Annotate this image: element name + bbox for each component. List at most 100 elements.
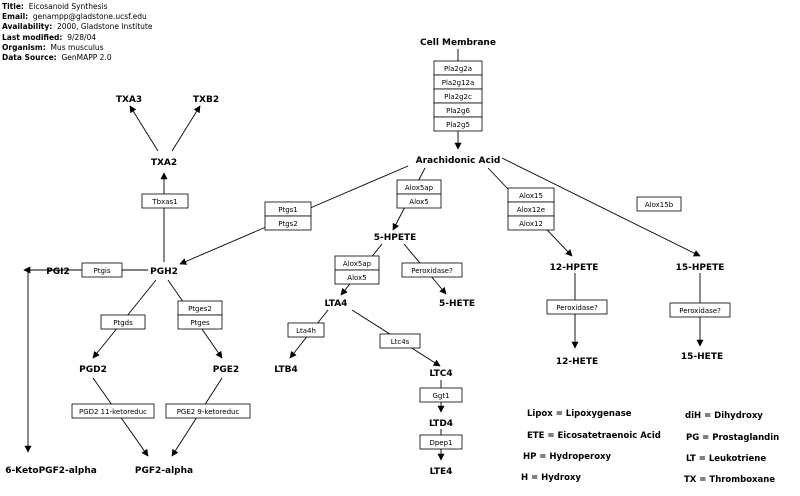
svg-text:Ptgds: Ptgds: [113, 319, 133, 327]
legend-tx: TX = Thromboxane: [684, 475, 775, 485]
svg-text:Ptgis: Ptgis: [93, 267, 110, 275]
gene-alox5ap-a[interactable]: Alox5ap: [396, 179, 442, 195]
gene-alox15b[interactable]: Alox15b: [636, 196, 682, 212]
gene-alox5-b[interactable]: Alox5: [334, 269, 380, 285]
label-pge2: PGE2: [213, 365, 239, 375]
gene-ltc4s[interactable]: Ltc4s: [379, 333, 421, 349]
abbreviation-legend: Lipox = Lipoxygenase ETE = Eicosatetraen…: [521, 409, 779, 485]
gene-ggt1[interactable]: Ggt1: [419, 387, 463, 403]
info-source: Data Source: GenMAPP 2.0: [2, 53, 112, 63]
gene-ptges[interactable]: Ptges: [177, 314, 223, 330]
gene-peroxidase-15[interactable]: Peroxidase?: [669, 302, 731, 318]
svg-text:Alox5: Alox5: [409, 198, 428, 206]
label-pgh2: PGH2: [150, 267, 178, 277]
label-12-hete: 12-HETE: [556, 357, 598, 367]
label-ltb4: LTB4: [274, 365, 298, 375]
label-ltd4: LTD4: [429, 419, 453, 429]
svg-text:Alox15: Alox15: [519, 192, 543, 200]
label-txb2: TXB2: [193, 95, 219, 105]
svg-text:Ptgs2: Ptgs2: [278, 220, 298, 228]
label-lta4: LTA4: [325, 299, 348, 309]
legend-lt: LT = Leukotriene: [686, 454, 766, 464]
label-5-hpete: 5-HPETE: [374, 233, 417, 243]
label-15-hpete: 15-HPETE: [676, 263, 725, 273]
gene-ptges2[interactable]: Ptges2: [177, 300, 223, 316]
edge-txa2-txa3: [129, 105, 159, 152]
svg-text:Peroxidase?: Peroxidase?: [411, 267, 453, 275]
label-pgd2: PGD2: [79, 365, 107, 375]
metabolites: Cell Membrane Arachidonic Acid TXA3 TXB2…: [5, 38, 724, 477]
gene-pge2-ketoreduc[interactable]: PGE2 9-ketoreduc: [165, 403, 251, 419]
gene-ptgds[interactable]: Ptgds: [100, 314, 146, 330]
gene-ptgs2[interactable]: Ptgs2: [264, 215, 312, 231]
svg-text:Alox5: Alox5: [347, 274, 366, 282]
svg-text:Pla2g5: Pla2g5: [446, 121, 470, 129]
info-email: Email: genampp@gladstone.ucsf.edu: [2, 12, 147, 22]
label-ltc4: LTC4: [429, 369, 452, 379]
svg-text:Ltc4s: Ltc4s: [391, 338, 410, 346]
gene-alox15[interactable]: Alox15: [507, 187, 555, 203]
gene-tbxas1[interactable]: Tbxas1: [141, 193, 189, 209]
gene-ptgs1[interactable]: Ptgs1: [264, 201, 312, 217]
legend-pg: PG = Prostaglandin: [686, 433, 779, 443]
svg-text:Ggt1: Ggt1: [432, 392, 449, 400]
gene-pla2g6[interactable]: Pla2g6: [433, 102, 483, 118]
svg-text:Peroxidase?: Peroxidase?: [556, 304, 598, 312]
label-15-hete: 15-HETE: [681, 352, 723, 362]
legend-h: H = Hydroxy: [521, 473, 581, 483]
gene-peroxidase-12[interactable]: Peroxidase?: [546, 299, 608, 315]
label-pgf2-alpha: PGF2-alpha: [135, 466, 193, 476]
label-6-keto-pgf2-alpha: 6-KetoPGF2-alpha: [5, 466, 97, 476]
gene-peroxidase-5[interactable]: Peroxidase?: [401, 262, 463, 278]
gene-alox12e[interactable]: Alox12e: [507, 201, 555, 217]
svg-text:Alox12: Alox12: [519, 220, 543, 228]
info-organism: Organism: Mus musculus: [2, 42, 104, 52]
svg-text:PGD2 11-ketoreduc: PGD2 11-ketoreduc: [79, 408, 147, 416]
svg-text:Peroxidase?: Peroxidase?: [679, 307, 721, 315]
gene-pla2g5[interactable]: Pla2g5: [433, 116, 483, 132]
gene-pla2g2a[interactable]: Pla2g2a: [433, 60, 483, 76]
svg-text:Alox5ap: Alox5ap: [343, 260, 372, 268]
legend-ete: ETE = Eicosatetraenoic Acid: [527, 431, 661, 441]
svg-text:Alox12e: Alox12e: [517, 206, 545, 214]
gene-ptgis[interactable]: Ptgis: [81, 262, 123, 278]
gene-alox5-a[interactable]: Alox5: [396, 193, 442, 209]
label-lte4: LTE4: [430, 467, 453, 477]
legend-hp: HP = Hydroperoxy: [523, 452, 612, 462]
svg-text:Pla2g2a: Pla2g2a: [444, 65, 472, 73]
svg-text:Dpep1: Dpep1: [429, 439, 452, 447]
gene-pgd2-ketoreduc[interactable]: PGD2 11-ketoreduc: [71, 403, 155, 419]
svg-text:PGE2 9-ketoreduc: PGE2 9-ketoreduc: [177, 408, 240, 416]
svg-text:Pla2g6: Pla2g6: [446, 107, 470, 115]
legend-dih: diH = Dihydroxy: [685, 411, 763, 421]
gene-lta4h[interactable]: Lta4h: [287, 322, 325, 338]
legend-lipox: Lipox = Lipoxygenase: [527, 409, 632, 419]
svg-text:Lta4h: Lta4h: [296, 327, 316, 335]
label-txa3: TXA3: [116, 95, 142, 105]
info-modified: Last modified: 9/28/04: [2, 32, 97, 42]
gene-pla2g2c[interactable]: Pla2g2c: [433, 88, 483, 104]
svg-text:Alox5ap: Alox5ap: [405, 184, 434, 192]
gene-boxes: Pla2g2a Pla2g12a Pla2g2c Pla2g6 Pla2g5 T…: [71, 60, 731, 450]
edge-txa2-txb2: [171, 105, 201, 152]
edge-aa-15hpete: [501, 157, 701, 257]
svg-text:Ptgs1: Ptgs1: [278, 206, 298, 214]
label-cell-membrane: Cell Membrane: [420, 38, 496, 48]
gene-dpep1[interactable]: Dpep1: [419, 434, 463, 450]
gene-alox12[interactable]: Alox12: [507, 215, 555, 231]
label-5-hete: 5-HETE: [439, 299, 475, 309]
svg-text:Tbxas1: Tbxas1: [151, 198, 177, 206]
label-12-hpete: 12-HPETE: [550, 263, 599, 273]
svg-text:Alox15b: Alox15b: [645, 201, 674, 209]
info-availability: Availability: 2000, Gladstone Institute: [2, 22, 153, 32]
edges: [23, 49, 704, 461]
label-arachidonic-acid: Arachidonic Acid: [416, 156, 501, 166]
label-pgi2: PGI2: [46, 267, 70, 277]
gene-pla2g12a[interactable]: Pla2g12a: [433, 74, 483, 90]
info-title: Title: Eicosanoid Synthesis: [2, 2, 108, 11]
label-txa2: TXA2: [151, 158, 177, 168]
svg-text:Ptges: Ptges: [190, 319, 210, 327]
pathway-info: Title: Eicosanoid Synthesis Email: genam…: [2, 2, 153, 63]
gene-alox5ap-b[interactable]: Alox5ap: [334, 255, 380, 271]
